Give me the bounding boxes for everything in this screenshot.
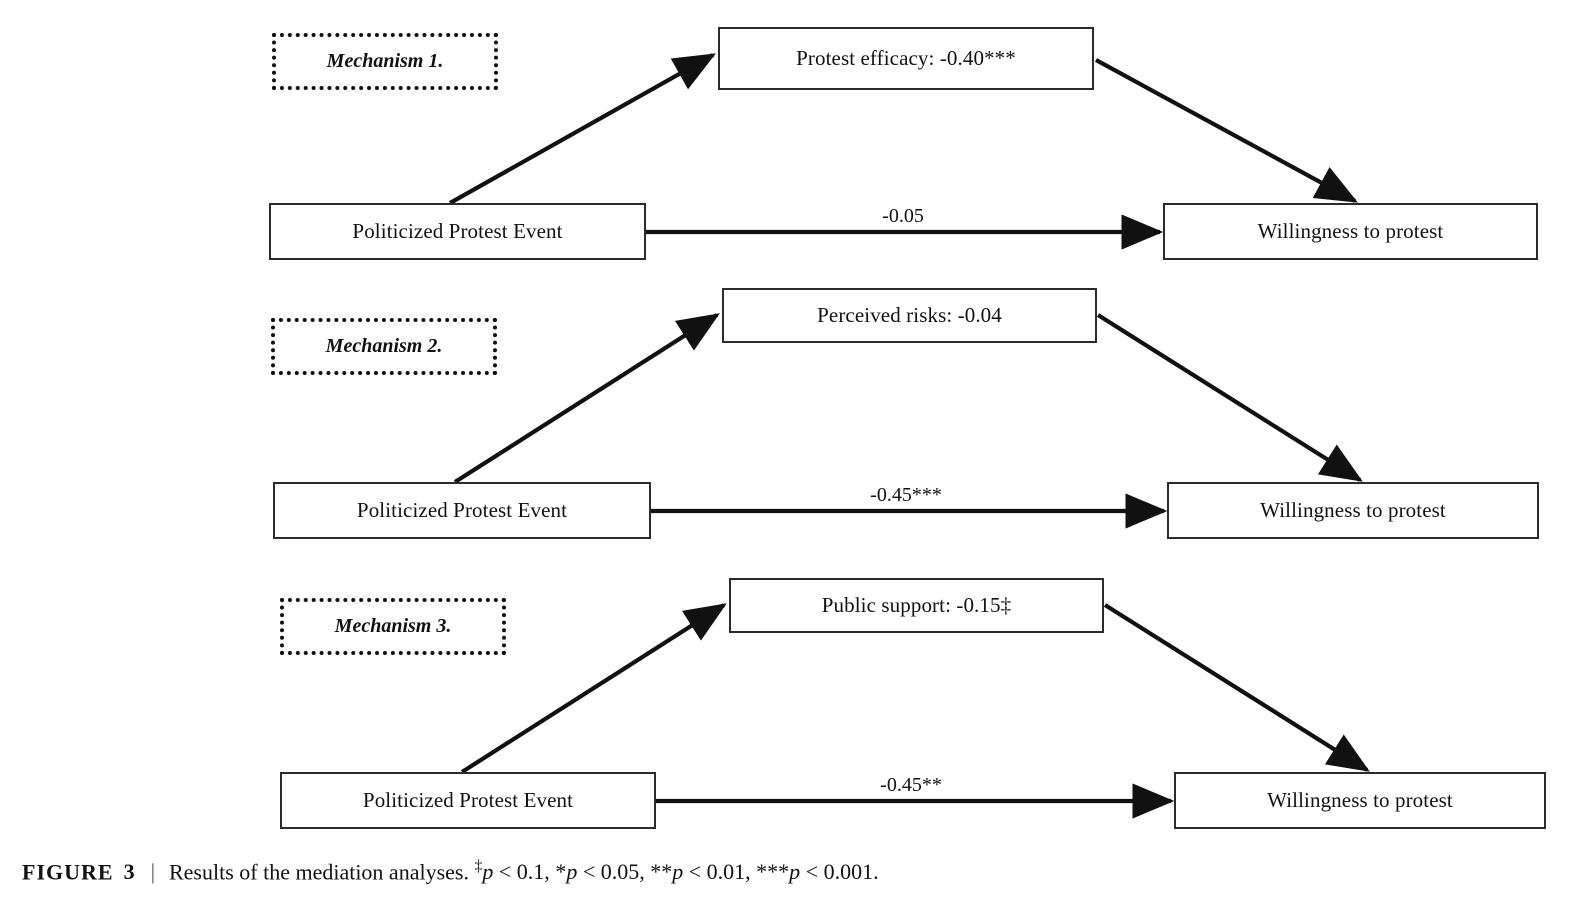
predictor-label-3: Politicized Protest Event	[362, 787, 574, 812]
sig-text-1: p	[566, 859, 578, 885]
caption-separator: |	[150, 859, 155, 885]
predictor-box-3: Politicized Protest Event	[280, 772, 656, 829]
sig-marker-2: **	[650, 859, 673, 885]
mediator-box-3: Public support: -0.15‡	[729, 578, 1104, 633]
sig-rest-3: < 0.001.	[800, 859, 879, 885]
mechanism-label-1: Mechanism 1.	[326, 50, 444, 72]
mediator-label-1: Protest efficacy: -0.40***	[796, 45, 1016, 70]
arrow-row2-b-path	[1096, 313, 1363, 482]
predictor-label-2: Politicized Protest Event	[356, 497, 568, 522]
mechanism-label-2: Mechanism 2.	[325, 335, 443, 357]
caption-body: Results of the mediation analyses.	[168, 859, 469, 885]
caption-significance-notes: ‡p < 0.1, *p < 0.05, **p < 0.01, ***p < …	[469, 858, 879, 885]
mechanism-box-1: Mechanism 1.	[272, 33, 498, 90]
mediator-label-3: Public support: -0.15‡	[821, 592, 1012, 617]
outcome-box-1: Willingness to protest	[1163, 203, 1538, 260]
predictor-box-1: Politicized Protest Event	[269, 203, 646, 260]
predictor-label-1: Politicized Protest Event	[352, 218, 563, 243]
arrow-row1-b-path	[1094, 58, 1358, 203]
sig-text-0: p	[482, 859, 494, 885]
sig-text-2: p	[672, 859, 684, 885]
direct-effect-label-3: -0.45**	[880, 774, 942, 796]
outcome-box-2: Willingness to protest	[1167, 482, 1539, 539]
sig-rest-1: < 0.05,	[577, 859, 651, 885]
mediator-box-1: Protest efficacy: -0.40***	[718, 27, 1094, 90]
sig-rest-0: < 0.1,	[493, 859, 556, 885]
arrow-row3-a-path	[460, 603, 727, 774]
direct-effect-label-2: -0.45***	[870, 484, 942, 506]
mediator-label-2: Perceived risks: -0.04	[817, 302, 1002, 327]
arrow-row1-a-path	[448, 53, 716, 205]
mechanism-box-3: Mechanism 3.	[280, 598, 506, 655]
sig-marker-3: ***	[756, 859, 790, 885]
direct-effect-label-1: -0.05	[882, 205, 924, 227]
mediator-box-2: Perceived risks: -0.04	[722, 288, 1097, 343]
figure-caption: FIGURE 3 | Results of the mediation analyse…	[22, 858, 1562, 885]
arrow-row2-a-path	[453, 313, 720, 484]
caption-figure-number: 3	[123, 859, 135, 885]
sig-rest-2: < 0.01,	[683, 859, 757, 885]
mechanism-label-3: Mechanism 3.	[334, 615, 452, 637]
outcome-label-1: Willingness to protest	[1257, 218, 1444, 243]
caption-figure-word: FIGURE	[22, 859, 114, 885]
outcome-box-3: Willingness to protest	[1174, 772, 1546, 829]
outcome-label-2: Willingness to protest	[1260, 497, 1446, 522]
mechanism-box-2: Mechanism 2.	[271, 318, 497, 375]
outcome-label-3: Willingness to protest	[1267, 787, 1453, 812]
sig-marker-1: *	[555, 859, 567, 885]
arrow-row3-b-path	[1103, 603, 1370, 772]
predictor-box-2: Politicized Protest Event	[273, 482, 651, 539]
sig-marker-0: ‡	[474, 858, 483, 875]
sig-text-3: p	[789, 859, 801, 885]
